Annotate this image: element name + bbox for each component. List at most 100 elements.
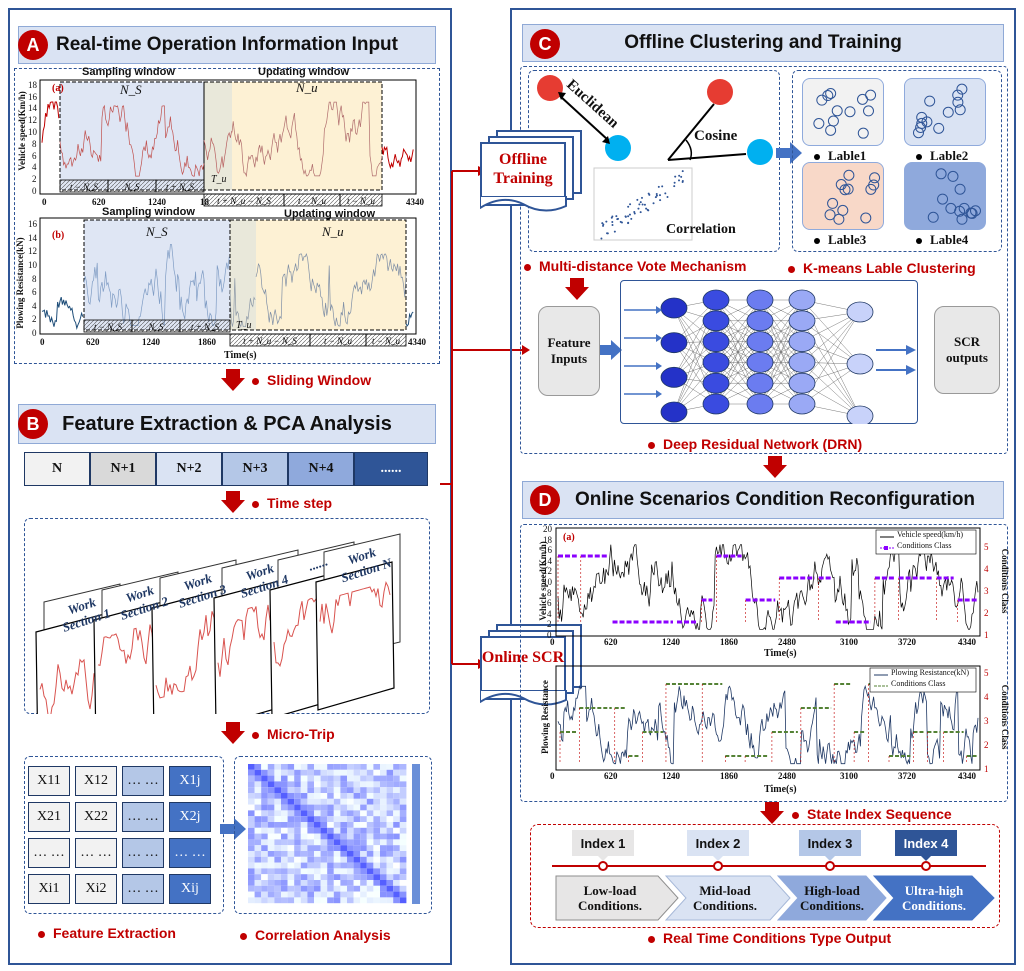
window-segment-label: t − N_u xyxy=(324,336,353,346)
y-tick-label: 6 xyxy=(32,287,37,298)
panel-d-title: Online Scenarios Condition Reconfigurati… xyxy=(574,489,976,510)
feature-inputs-box: Feature Inputs xyxy=(538,306,600,396)
online-scr-charts xyxy=(555,527,981,771)
y-tick-label: 10 xyxy=(28,127,37,137)
feature-matrix-cell: X2j xyxy=(169,802,211,832)
y-tick-label: 10 xyxy=(28,260,37,270)
chart-a-tu: T_u xyxy=(211,174,227,185)
feature-matrix-cell: X11 xyxy=(28,766,70,796)
feature-matrix-cell: X12 xyxy=(75,766,117,796)
x-tick-label: 3720 xyxy=(898,637,916,647)
d-chart-a-ylabel2: Conditions Class xyxy=(1000,548,1010,614)
panel-c-inner-box xyxy=(520,66,1008,454)
y-tick-label: 14 xyxy=(543,555,552,566)
feature-matrix-cell: … … xyxy=(122,874,164,904)
feature-matrix-cell: X22 xyxy=(75,802,117,832)
y2-tick-label: 3 xyxy=(984,586,989,596)
d-chart-a-legend-2: Conditions Class xyxy=(897,541,952,550)
feature-matrix-cell: X21 xyxy=(28,802,70,832)
sliding-window-note: Sliding Window xyxy=(252,372,371,388)
y-tick-label: 20 xyxy=(543,524,552,534)
x-tick-label: 4340 xyxy=(958,637,976,647)
y-tick-label: 0 xyxy=(547,630,552,640)
x-tick-label: 18 xyxy=(200,197,209,207)
d-chart-b-ylabel2: Conditions Class xyxy=(1000,684,1010,750)
down-arrow-icon xyxy=(763,456,787,478)
blue-point-icon xyxy=(747,139,773,165)
correlation-box xyxy=(234,756,432,914)
chart-a-ylabel: Vehicle speed(Km/h) xyxy=(17,91,27,171)
y-tick-label: 18 xyxy=(543,534,552,545)
doc-wave-icon xyxy=(480,196,567,212)
index-timeline xyxy=(552,854,995,921)
feature-matrix-cell: … … xyxy=(75,838,117,868)
drn-box xyxy=(620,280,918,424)
feature-matrix-cell: … … xyxy=(122,838,164,868)
panel-cd-frame xyxy=(510,8,1016,965)
window-segment-label: t − N_u xyxy=(298,196,327,206)
down-arrow-icon xyxy=(221,722,245,744)
x-tick-label: 620 xyxy=(92,197,106,207)
d-chart-a-tag: (a) xyxy=(563,532,575,543)
neural-network-illustration xyxy=(624,289,916,424)
d-chart-b-xlabel: Time(s) xyxy=(764,784,797,795)
x-tick-label: 1240 xyxy=(662,637,680,647)
window-segment-label: t − N_S xyxy=(70,182,99,192)
y-tick-label: 4 xyxy=(32,162,37,173)
y2-tick-label: 5 xyxy=(984,542,989,552)
y-tick-label: 6 xyxy=(547,598,552,609)
feature-matrix-cell: Xi1 xyxy=(28,874,70,904)
x-tick-label: 0 xyxy=(42,197,47,207)
panel-b-badge: B xyxy=(18,409,48,439)
panel-a-badge: A xyxy=(18,30,48,60)
y-tick-label: 12 xyxy=(28,115,37,126)
time-step-cell: N+1 xyxy=(90,452,156,486)
x-tick-label: 620 xyxy=(86,337,100,347)
high-load-condition: High-load Conditions. xyxy=(800,883,864,913)
x-tick-label: 3720 xyxy=(898,771,916,781)
y-tick-label: 16 xyxy=(543,545,552,556)
panel-c-title: Offline Clustering and Training xyxy=(624,32,902,53)
x-tick-label: 3100 xyxy=(840,637,858,647)
x-tick-label: 620 xyxy=(604,637,618,647)
y-tick-label: 2 xyxy=(32,174,37,185)
time-step-note: Time step xyxy=(252,495,332,511)
window-segment-label: t + N_S xyxy=(166,182,195,192)
y-tick-label: 2 xyxy=(32,314,37,325)
offline-training-label: Offline Training xyxy=(493,151,553,187)
right-arrow-icon xyxy=(220,818,246,840)
state-index-note: State Index Sequence xyxy=(792,806,952,822)
feature-matrix-cell: X1j xyxy=(169,766,211,796)
correlation-heatmap xyxy=(248,764,420,904)
feature-matrix-cell: … … xyxy=(122,766,164,796)
y-tick-label: 12 xyxy=(28,246,37,257)
cluster-group-4 xyxy=(904,162,986,230)
down-arrow-icon xyxy=(760,802,784,824)
y-tick-label: 16 xyxy=(28,91,37,102)
panel-a-title: Real-time Operation Information Input xyxy=(55,34,398,55)
panel-d-header: Online Scenarios Condition Reconfigurati… xyxy=(522,481,1004,519)
x-tick-label: 1240 xyxy=(662,771,680,781)
y2-tick-label: 1 xyxy=(984,764,989,774)
x-tick-label: 0 xyxy=(40,337,45,347)
y2-tick-label: 4 xyxy=(984,692,989,702)
index-3-tag: Index 3 xyxy=(799,830,861,856)
output-note: Real Time Conditions Type Output xyxy=(648,930,891,946)
x-tick-label: 1860 xyxy=(720,637,738,647)
x-tick-label: 3100 xyxy=(840,771,858,781)
y-tick-label: 12 xyxy=(543,566,552,577)
panel-c-header: Offline Clustering and Training xyxy=(522,24,1004,62)
panel-d-badge: D xyxy=(530,485,560,515)
panel-c-badge: C xyxy=(530,29,560,59)
transition-region-b xyxy=(230,220,256,330)
panel-a-chart-box xyxy=(14,68,440,364)
chart-b-xlabel: Time(s) xyxy=(224,350,257,361)
updating-window-region-b xyxy=(256,220,406,330)
x-tick-label: 4340 xyxy=(958,771,976,781)
kmeans-note: K-means Lable Clustering xyxy=(788,260,976,276)
chart-b-ns: N_S xyxy=(146,224,168,239)
sampling-window-region xyxy=(60,82,204,190)
x-tick-label: 4340 xyxy=(408,337,426,347)
feature-matrix-cell: … … xyxy=(169,838,211,868)
y-tick-label: 4 xyxy=(547,608,552,619)
